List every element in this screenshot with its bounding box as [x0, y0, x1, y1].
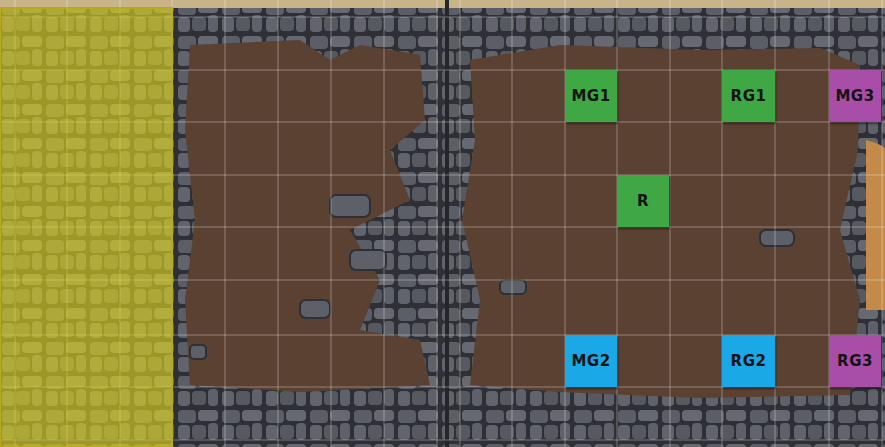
- unit-token: RG3: [829, 335, 881, 387]
- unit-token: MG3: [829, 70, 881, 122]
- dirt-floor: [462, 45, 860, 398]
- token-label: MG1: [571, 87, 610, 105]
- dirt-floor: [185, 40, 430, 392]
- token-label: RG2: [731, 352, 767, 370]
- unit-token: MG1: [565, 70, 617, 122]
- token-label: RG1: [731, 87, 767, 105]
- stone-patches: [190, 195, 794, 359]
- token-label: RG3: [837, 352, 873, 370]
- highlight-border: [0, 8, 172, 447]
- tile-seam: [445, 0, 449, 447]
- token-label: R: [637, 192, 649, 210]
- unit-token: RG2: [722, 335, 775, 387]
- highlight-zone: [0, 8, 172, 447]
- token-label: MG2: [571, 352, 610, 370]
- table-edge: [0, 0, 885, 8]
- unit-token: MG2: [565, 335, 617, 387]
- unit-token: RG1: [722, 70, 775, 122]
- token-label: MG3: [835, 87, 874, 105]
- unit-token: R: [617, 175, 669, 227]
